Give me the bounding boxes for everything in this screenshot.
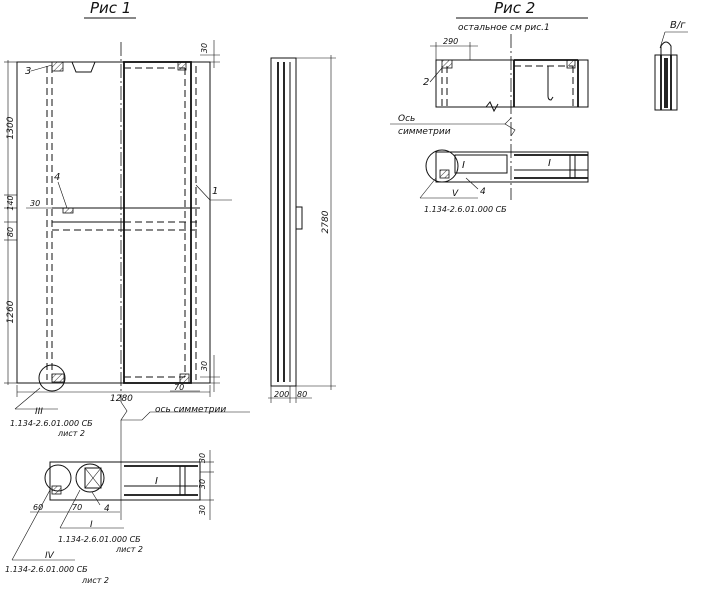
dim-d30b: 30 bbox=[198, 479, 207, 489]
leader-3 bbox=[30, 64, 53, 72]
fig2-subtitle: остальное см рис.1 bbox=[458, 23, 550, 33]
section-view: B/г bbox=[654, 20, 688, 111]
fig2-title: Рис 2 bbox=[494, 0, 535, 17]
fig2-section-hatch bbox=[439, 169, 450, 179]
ref-III-leader bbox=[14, 387, 41, 410]
ref-III-sheet: лист 2 bbox=[57, 429, 85, 438]
corner-hatch-br bbox=[179, 373, 190, 384]
corner-hatch-bl bbox=[51, 373, 65, 383]
fig2-leader-4 bbox=[465, 177, 479, 190]
transom-hatch bbox=[62, 207, 74, 214]
section-cap bbox=[660, 41, 672, 55]
figure-2: Рис 2 остальное см рис.1 290 2 Ось симме… bbox=[390, 0, 589, 214]
dim-d30c: 30 bbox=[198, 505, 207, 515]
leader-4 bbox=[57, 181, 68, 209]
ref-V-leader bbox=[419, 177, 437, 199]
ref-IV-code: 1.134-2.6.01.000 СБ bbox=[5, 565, 88, 574]
dim-d60: 60 bbox=[33, 503, 43, 512]
fig2-callout-2: 2 bbox=[423, 77, 429, 88]
dim-bottom-gap: 30 bbox=[200, 361, 209, 371]
fig2-panel-mark-b: I bbox=[548, 158, 551, 169]
ref-IV-leader bbox=[11, 489, 51, 561]
fig2-callout-4: 4 bbox=[480, 187, 486, 197]
fig2-outer bbox=[435, 59, 589, 108]
detail-circle-III bbox=[38, 364, 66, 392]
side-fixture bbox=[295, 206, 303, 230]
fig2-hatch-tr bbox=[566, 59, 576, 69]
fig2-detail-circle bbox=[425, 149, 459, 183]
detail-circle-I bbox=[75, 463, 105, 493]
dim-corner: 70 bbox=[174, 383, 184, 392]
detail-circle-IV bbox=[44, 464, 72, 492]
callout-1: 1 bbox=[212, 186, 218, 197]
ref-V-roman: V bbox=[452, 189, 459, 199]
section-label: B/г bbox=[670, 20, 686, 31]
callout-3: 3 bbox=[25, 66, 31, 77]
dim-height-total: 2780 bbox=[321, 210, 331, 233]
dim-width: 1280 bbox=[110, 394, 133, 404]
section-label-leader bbox=[659, 31, 666, 49]
dim-upper: 1300 bbox=[6, 116, 16, 139]
dim-top-gap: 30 bbox=[200, 43, 209, 53]
ref-III-roman: III bbox=[35, 407, 43, 417]
dim-side-a: 200 bbox=[274, 390, 289, 399]
top-fixture bbox=[71, 61, 96, 73]
fig2-hook bbox=[547, 66, 554, 101]
fig2-section-block bbox=[454, 154, 508, 174]
detail-leader-4 bbox=[91, 491, 101, 506]
ref-I-code: 1.134-2.6.01.000 СБ bbox=[58, 535, 141, 544]
ref-I-leader bbox=[59, 489, 81, 529]
dim-lower: 1260 bbox=[6, 300, 16, 323]
dim-d30a: 30 bbox=[198, 453, 207, 463]
detail-panel-mark: I bbox=[155, 476, 158, 487]
fig2-section bbox=[435, 151, 589, 183]
ref-III-code: 1.134-2.6.01.000 СБ bbox=[10, 419, 93, 428]
fig2-axis-line1: Ось bbox=[398, 114, 415, 124]
corner-hatch-tr bbox=[177, 61, 187, 71]
section-core bbox=[664, 58, 668, 108]
ref-I-roman: I bbox=[90, 520, 93, 530]
detail-block bbox=[84, 467, 102, 489]
fig2-dim-290: 290 bbox=[443, 37, 458, 46]
dim-mid-b: 30 bbox=[30, 199, 40, 208]
detail-lower: I 30 30 30 60 70 4 I 1.134-2.6.01.000 СБ… bbox=[5, 420, 214, 585]
side-view: 2780 200 80 bbox=[268, 55, 336, 403]
leader-1 bbox=[195, 184, 211, 201]
ref-I-sheet: лист 2 bbox=[115, 545, 143, 554]
section-body bbox=[654, 54, 678, 111]
callout-4: 4 bbox=[54, 172, 60, 183]
ref-V-code: 1.134-2.6.01.000 СБ bbox=[424, 205, 507, 214]
dim-mid-c: 80 bbox=[6, 227, 15, 237]
fig2-axis-line2: симметрии bbox=[398, 127, 451, 137]
ref-IV-roman: IV bbox=[45, 551, 55, 561]
fig2-panel-mark-a: I bbox=[462, 160, 465, 171]
dim-side-b: 80 bbox=[297, 390, 307, 399]
fig2-hatch-tl bbox=[441, 59, 453, 69]
fig2-axis-break bbox=[504, 117, 516, 137]
corner-hatch-tl bbox=[51, 61, 64, 72]
detail-block-diag-2 bbox=[84, 467, 102, 489]
axis-break-line bbox=[120, 401, 250, 421]
door-outer-frame bbox=[16, 61, 211, 384]
fig2-break-mark bbox=[485, 101, 499, 113]
fig2-leader-2 bbox=[429, 67, 443, 83]
fig1-axis-label: ось симметрии bbox=[155, 405, 226, 415]
detail-callout-4: 4 bbox=[104, 504, 110, 514]
dim-mid-a: 140 bbox=[6, 195, 15, 210]
fig1-title: Рис 1 bbox=[90, 0, 131, 17]
ref-IV-sheet: лист 2 bbox=[81, 576, 109, 585]
dim-d70: 70 bbox=[72, 503, 82, 512]
figure-1: Рис 1 bbox=[4, 0, 250, 438]
detail-outline bbox=[49, 461, 201, 501]
